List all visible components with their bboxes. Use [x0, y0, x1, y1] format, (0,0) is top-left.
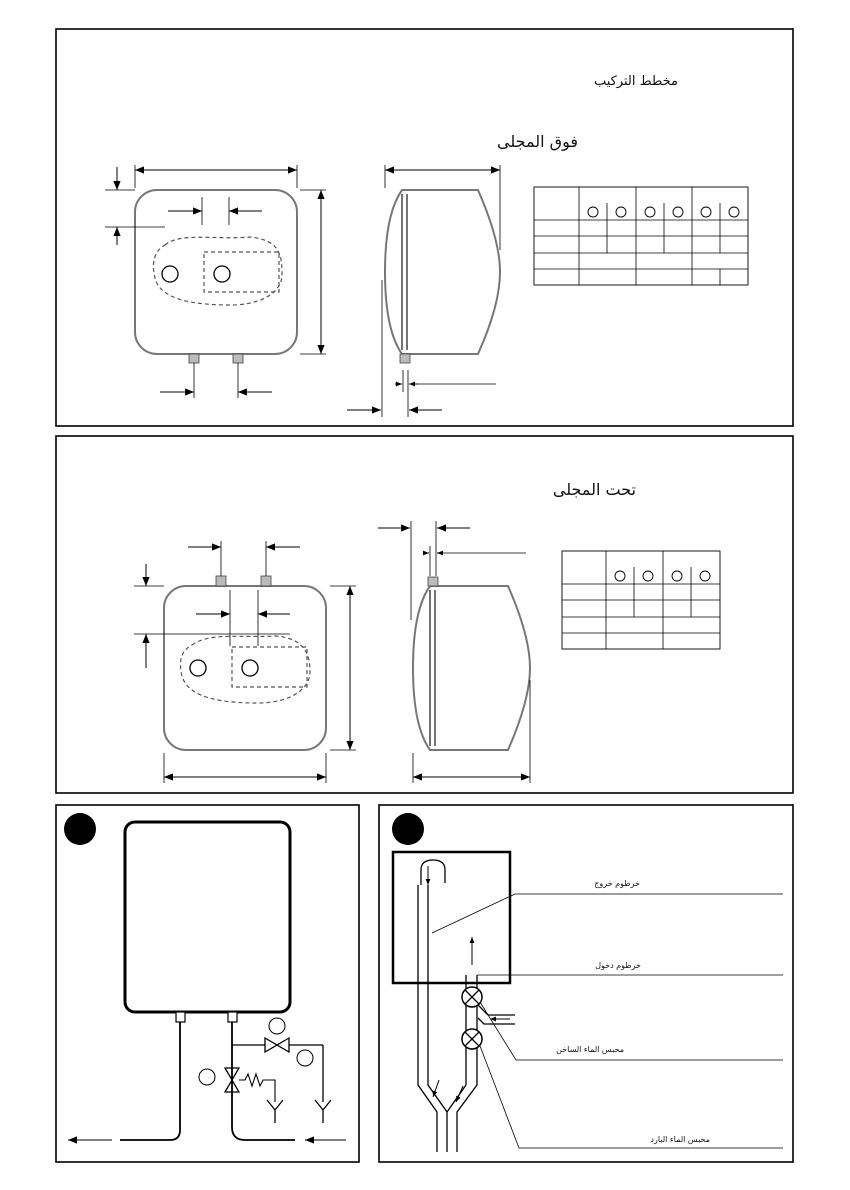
- tank-front-outline: [163, 585, 327, 751]
- installation-heading: مخطط التركيب: [594, 74, 678, 89]
- mount-hole-left: [189, 659, 207, 677]
- top-panel-frame: [55, 28, 794, 427]
- above-sink-front-view: [105, 165, 326, 398]
- pipe-fitting-right: [232, 353, 244, 364]
- mount-hole-left: [161, 265, 179, 283]
- tank-side-outline: [383, 189, 502, 355]
- outlet-fitting: [175, 1011, 186, 1023]
- tank-dashed-box: [231, 646, 308, 688]
- drain-funnel-icon: [314, 1099, 332, 1123]
- outlet-hose-pipe: [427, 885, 448, 1152]
- leader-outlet-hose: [431, 893, 783, 934]
- outlet-hose-label: خرطوم خروج: [594, 879, 640, 888]
- pipe-fitting-left: [188, 353, 200, 364]
- callout-circle: [198, 1068, 216, 1086]
- leader-cold-valve: [479, 1045, 783, 1149]
- stop-valve-symbol: [264, 1036, 290, 1054]
- callout-circle: [296, 1049, 314, 1067]
- mount-hole-right: [241, 659, 259, 677]
- step-marker: [64, 813, 96, 845]
- middle-panel-frame: [55, 435, 794, 794]
- hot-water-valve-label: محبس الماء الساخن: [556, 1045, 624, 1054]
- valve-cross: [464, 1031, 480, 1047]
- tank-front-outline: [134, 189, 298, 355]
- inlet-hose-label: خرطوم دخول: [595, 961, 641, 970]
- bottom-right-panel-hoses: خرطوم خروج خرطوم دخول محبس الماء الساخن …: [378, 804, 794, 1163]
- bottom-left-frame: [55, 804, 360, 1163]
- under-sink-heading: تحت المجلى: [553, 480, 636, 499]
- callout-circle: [268, 1017, 286, 1035]
- tank-dashed-contour: [152, 236, 283, 306]
- above-sink-heading: فوق المجلى: [497, 132, 578, 152]
- safety-valve-symbol: [223, 1067, 241, 1093]
- pipe-fitting-side: [427, 576, 439, 587]
- under-sink-side-view: [378, 521, 532, 783]
- inlet-pipe: [446, 975, 467, 1113]
- down-flow-arrow: [455, 1085, 464, 1103]
- above-sink-spec-table: [533, 186, 749, 286]
- drain-funnel-icon: [266, 1099, 284, 1123]
- middle-panel-under-sink: تحت المجلى: [55, 435, 794, 794]
- above-sink-side-view: [347, 165, 502, 417]
- pipe-fitting-left: [215, 575, 227, 587]
- valve-cross: [464, 989, 480, 1005]
- inlet-pipe: [231, 1022, 295, 1141]
- bottom-right-frame: [378, 804, 794, 1163]
- step-marker: [392, 813, 424, 845]
- tank-dashed-box: [203, 251, 280, 293]
- tank-outline: [123, 820, 292, 1014]
- mount-hole-right: [213, 265, 231, 283]
- tank-dashed-contour: [179, 635, 311, 704]
- tank-outline: [391, 850, 512, 985]
- pipe-fitting-right: [260, 575, 272, 587]
- top-panel-above-sink: مخطط التركيب فوق المجلى: [55, 28, 794, 427]
- inlet-fitting: [227, 1011, 238, 1023]
- under-sink-spec-table: [561, 550, 721, 650]
- down-flow-arrow: [432, 1079, 440, 1098]
- supply-pipe: [477, 1017, 515, 1025]
- outlet-hose-loop: [420, 859, 446, 885]
- leader-hot-valve: [479, 1001, 783, 1061]
- under-sink-front-view: [134, 541, 356, 783]
- outlet-pipe: [120, 1022, 181, 1141]
- bottom-left-panel-plumbing: [55, 804, 360, 1163]
- supply-pipe: [477, 1004, 515, 1016]
- pipe-fitting-side: [399, 353, 411, 364]
- outlet-hose-pipe: [417, 885, 438, 1152]
- tank-side-outline: [411, 585, 532, 751]
- cold-water-valve-label: محبس الماء البارد: [650, 1135, 710, 1144]
- relief-spring: [239, 1072, 276, 1102]
